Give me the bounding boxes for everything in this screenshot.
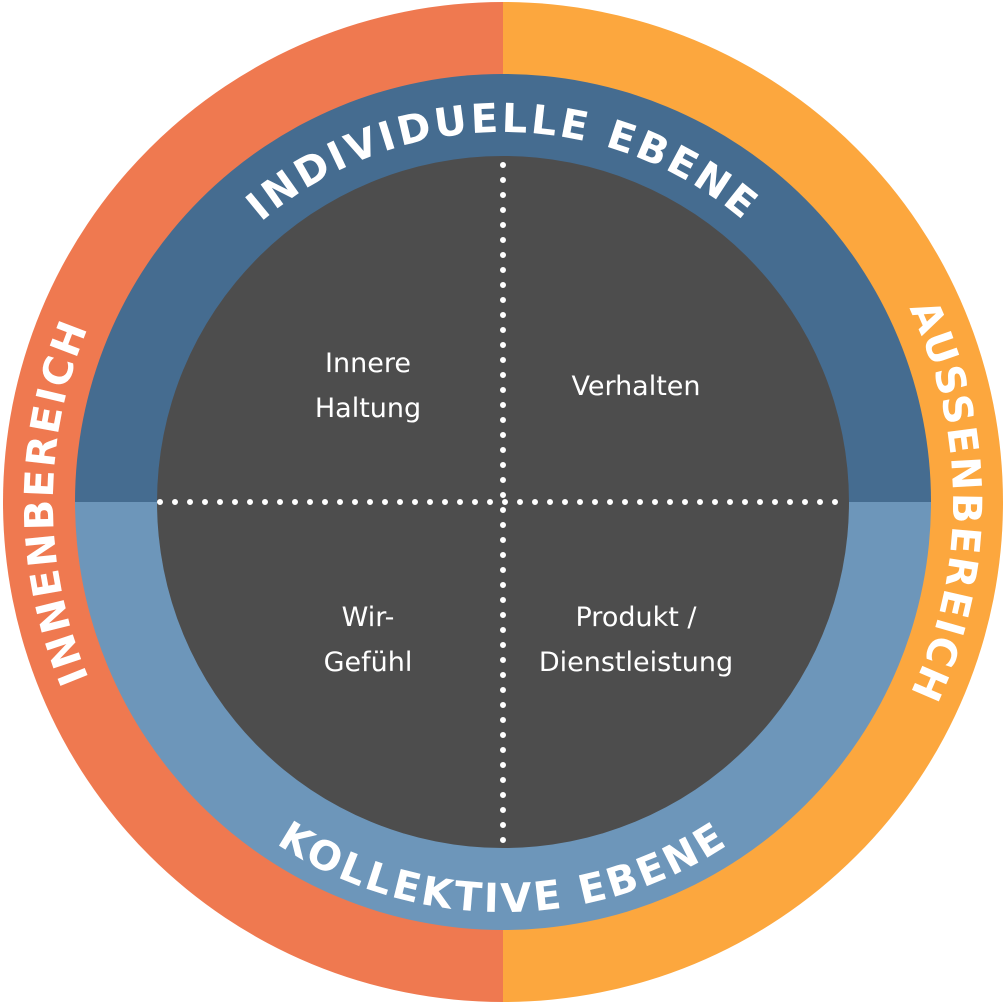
quadrant-top-right-line1: Verhalten bbox=[571, 371, 700, 402]
quadrant-bottom-right-line1: Produkt / bbox=[576, 602, 698, 633]
quadrant-top-left-line1: Innere bbox=[325, 348, 411, 379]
quadrant-bottom-left-line2: Gefühl bbox=[324, 647, 413, 678]
quadrant-top-left-line2: Haltung bbox=[315, 393, 421, 424]
quadrant-top-left: Innere Haltung bbox=[315, 348, 421, 424]
quadrant-bottom-left: Wir- Gefühl bbox=[324, 602, 413, 678]
quadrant-bottom-right: Produkt / Dienstleistung bbox=[539, 602, 733, 678]
quadrant-bottom-left-line1: Wir- bbox=[342, 602, 395, 633]
quadrant-top-right: Verhalten bbox=[571, 371, 700, 402]
quadrant-bottom-right-line2: Dienstleistung bbox=[539, 647, 733, 678]
